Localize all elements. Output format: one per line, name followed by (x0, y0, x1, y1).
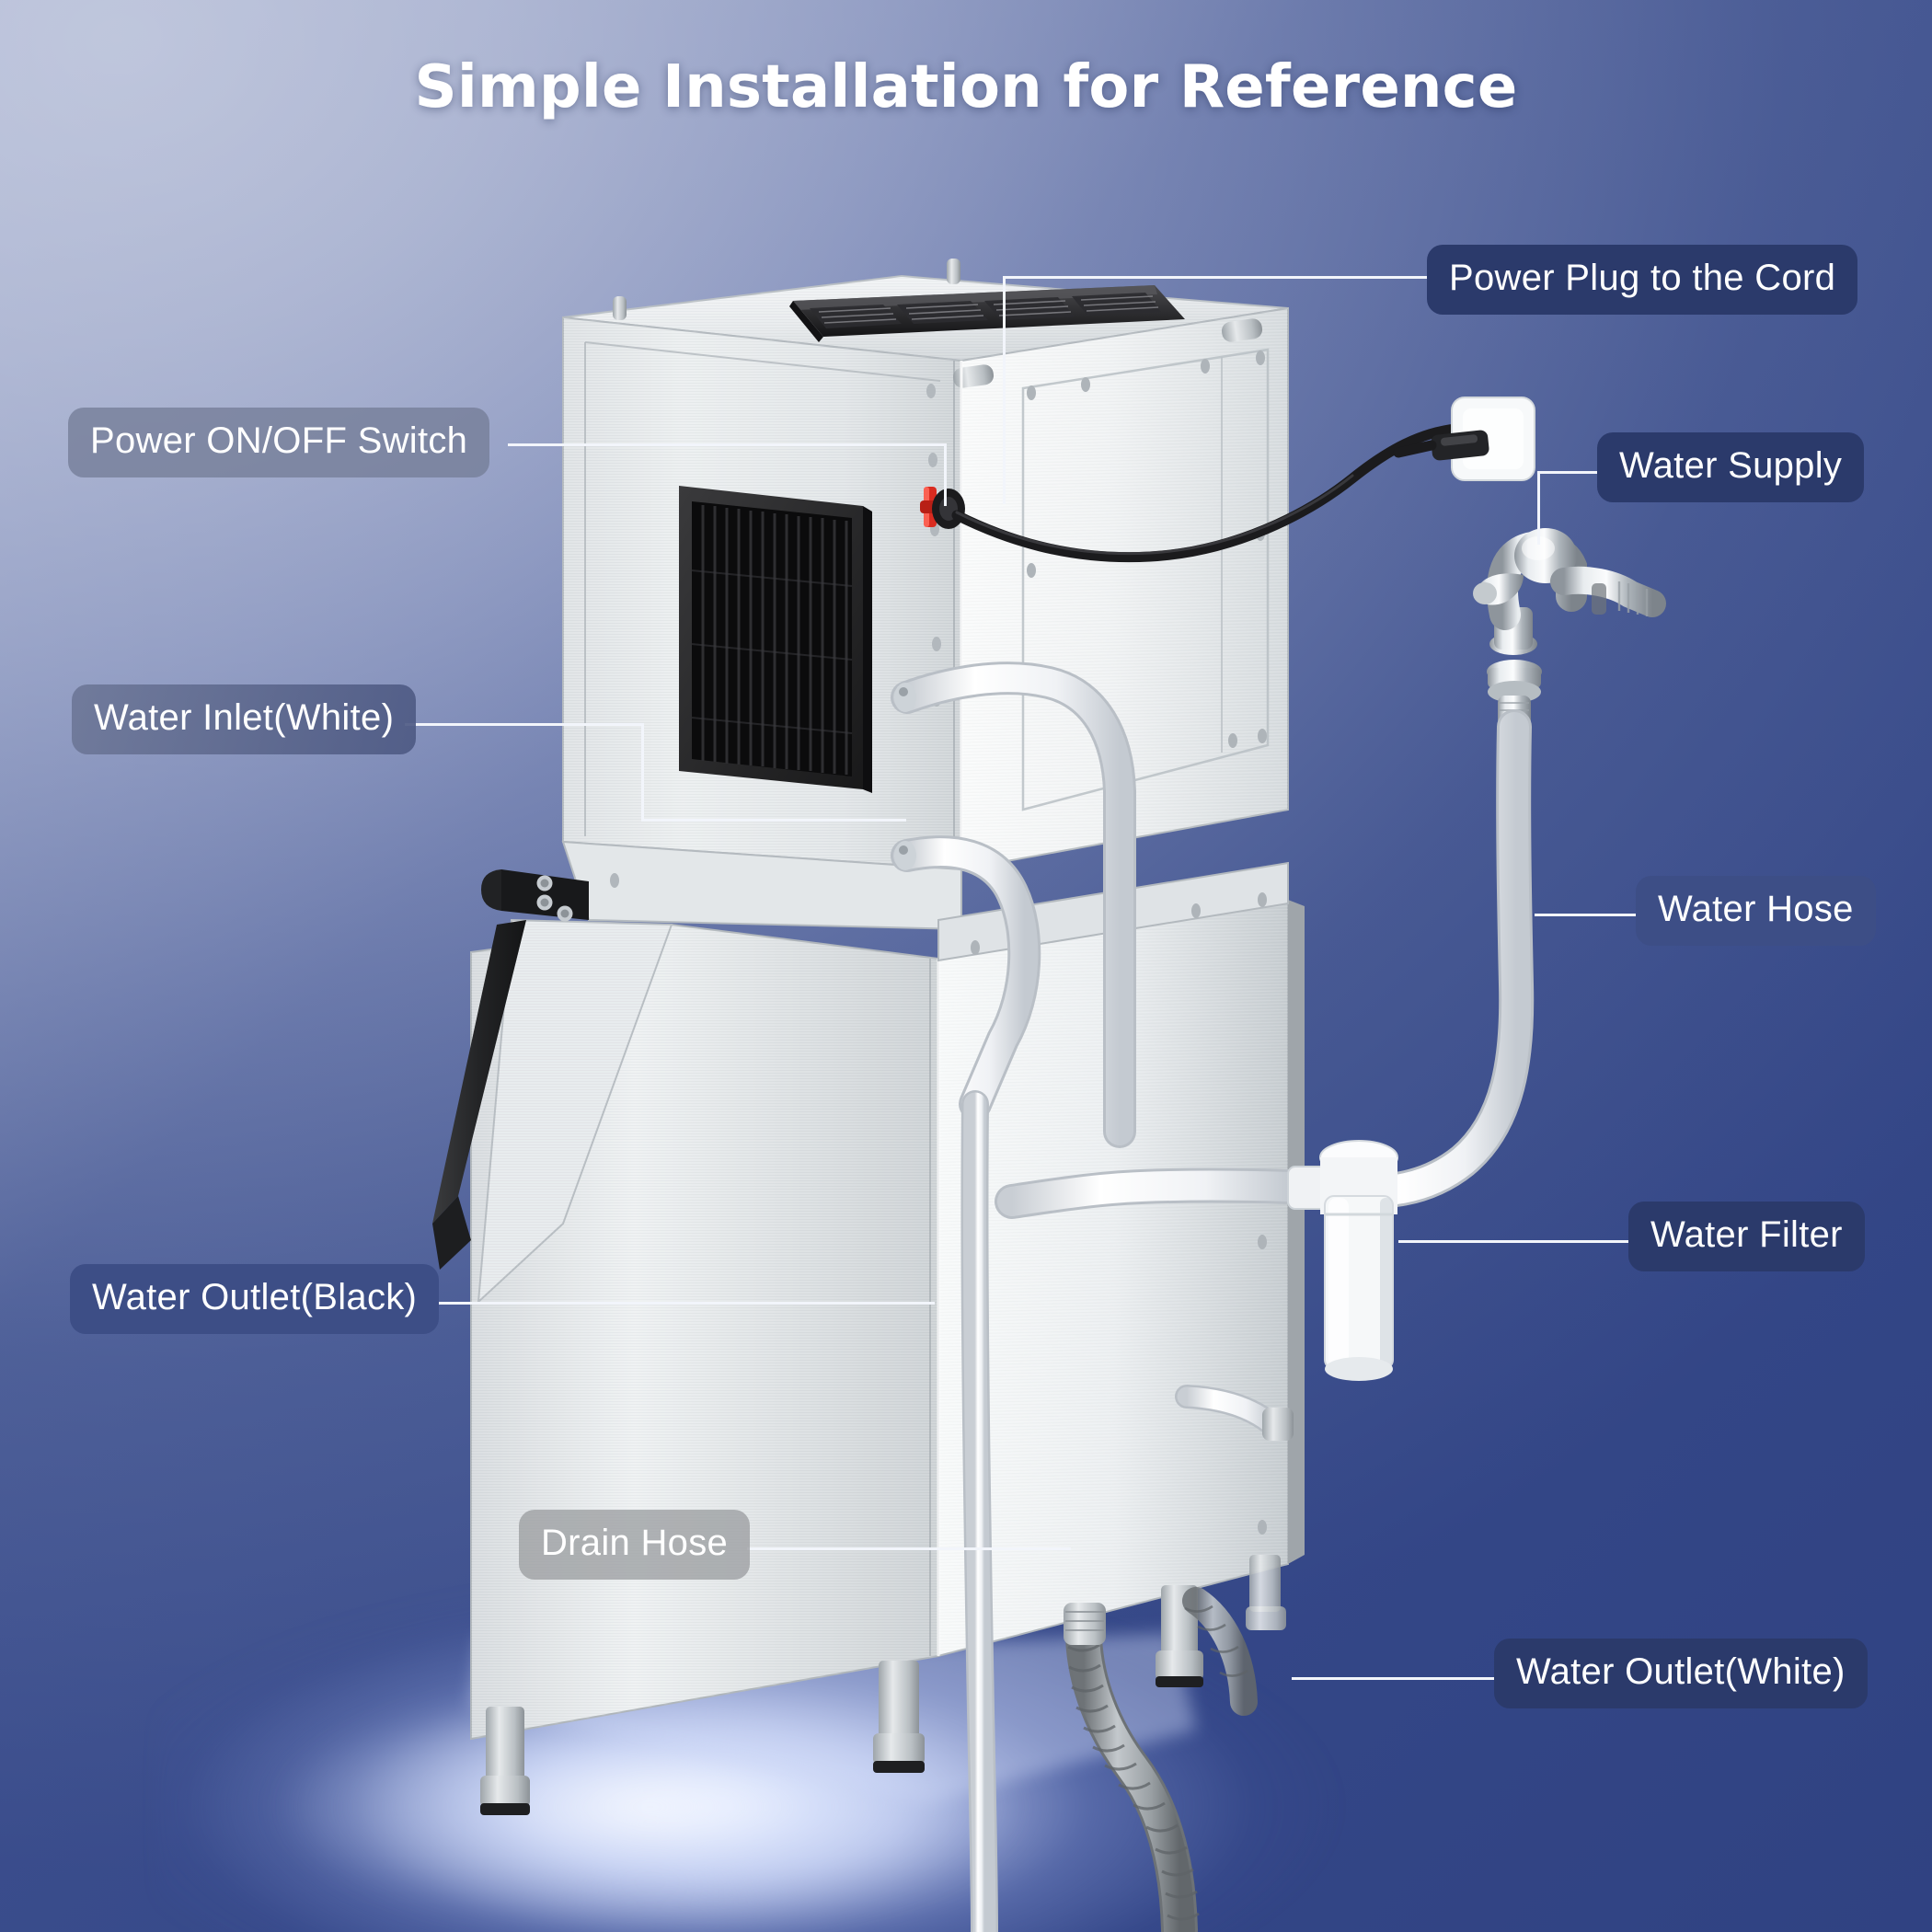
leader-power-plug-v (1003, 276, 1006, 504)
leader-water-inlet-h2 (641, 819, 906, 822)
callout-water-supply-label: Water Supply (1619, 445, 1843, 486)
leader-drain-hose-h (747, 1547, 1071, 1550)
callout-water-outlet-white[interactable]: Water Outlet(White) (1494, 1639, 1868, 1708)
power-plug-head (1393, 430, 1489, 461)
callout-water-supply[interactable]: Water Supply (1597, 432, 1865, 502)
leader-water-outlet-black-h (405, 1302, 935, 1305)
water-outlet-white-port (1175, 1385, 1294, 1441)
callout-power-switch-label: Power ON/OFF Switch (90, 420, 468, 461)
callout-water-inlet-label: Water Inlet(White) (94, 697, 395, 738)
callout-water-filter[interactable]: Water Filter (1628, 1202, 1865, 1271)
leader-power-plug-h (1003, 276, 1429, 279)
callout-water-hose[interactable]: Water Hose (1636, 876, 1876, 946)
top-bolt-left (613, 296, 627, 320)
panel-latches (952, 318, 1263, 388)
callout-power-switch[interactable]: Power ON/OFF Switch (68, 408, 490, 477)
vertical-white-tube (960, 1090, 998, 1932)
top-bolt-right (947, 259, 960, 284)
water-filter (1287, 1140, 1398, 1381)
leader-water-inlet-v (641, 723, 644, 821)
callout-water-outlet-black[interactable]: Water Outlet(Black) (70, 1264, 440, 1334)
leader-water-filter-h (1398, 1240, 1628, 1243)
callout-water-inlet[interactable]: Water Inlet(White) (72, 684, 417, 754)
callout-power-plug-label: Power Plug to the Cord (1449, 258, 1836, 298)
leader-power-switch-h (508, 443, 947, 446)
condenser-fan-assembly (789, 285, 1185, 342)
leader-water-hose-h (1535, 914, 1636, 916)
leader-water-supply-h (1537, 471, 1597, 474)
leader-water-supply-v (1537, 471, 1540, 545)
leader-power-switch-v (944, 443, 947, 506)
leader-water-inlet-h (405, 723, 644, 726)
callout-drain-hose[interactable]: Drain Hose (519, 1510, 751, 1580)
drain-hose (1064, 1587, 1258, 1932)
callout-power-plug[interactable]: Power Plug to the Cord (1427, 245, 1858, 315)
page-title: Simple Installation for Reference (414, 53, 1518, 121)
water-supply-faucet (1473, 528, 1666, 727)
door-hinge-bracket (481, 869, 619, 922)
air-vent-grille (679, 486, 872, 793)
leader-water-outlet-white-h (1292, 1677, 1494, 1680)
water-supply-hose (995, 709, 1535, 1219)
callout-water-outlet-white-label: Water Outlet(White) (1516, 1651, 1846, 1692)
callout-drain-hose-label: Drain Hose (541, 1523, 729, 1563)
wall-outlet (1393, 397, 1535, 481)
callout-water-filter-label: Water Filter (1650, 1214, 1843, 1255)
callout-water-outlet-black-label: Water Outlet(Black) (92, 1277, 418, 1317)
callout-water-hose-label: Water Hose (1658, 889, 1854, 929)
door-gasket (432, 920, 526, 1224)
machine-water-hoses (891, 661, 1136, 1148)
machine-legs (480, 1555, 1286, 1815)
